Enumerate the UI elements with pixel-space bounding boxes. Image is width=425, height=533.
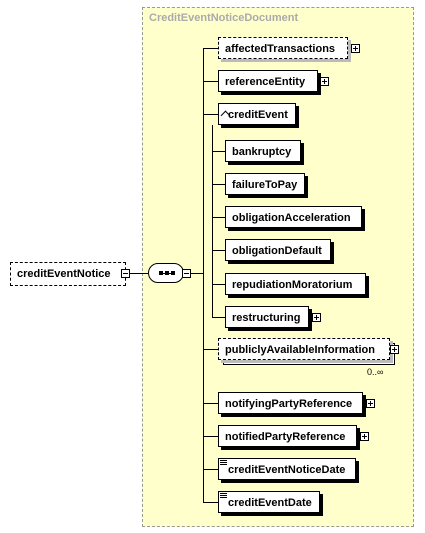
connector-seq-trunk xyxy=(191,273,203,274)
connector xyxy=(212,151,225,152)
element-repudiation-moratorium[interactable]: repudiationMoratorium xyxy=(225,273,366,295)
connector xyxy=(203,349,218,350)
connector xyxy=(203,403,218,404)
sequence-compositor-icon xyxy=(148,263,184,283)
element-obligation-default[interactable]: obligationDefault xyxy=(225,239,331,261)
sequence-dot xyxy=(159,271,163,275)
connector xyxy=(203,81,218,82)
simple-type-icon xyxy=(220,460,227,467)
plus-expander-icon[interactable] xyxy=(320,77,329,86)
root-element-label: creditEventNotice xyxy=(17,268,111,280)
connector xyxy=(203,114,218,115)
plus-expander-icon[interactable] xyxy=(360,432,369,441)
connector-root-seq xyxy=(130,273,148,274)
connector xyxy=(203,502,218,503)
minus-expander-icon[interactable] xyxy=(121,269,130,278)
element-reference-entity[interactable]: referenceEntity xyxy=(218,70,318,92)
type-title: CreditEventNoticeDocument xyxy=(149,12,299,24)
element-affected-transactions[interactable]: affectedTransactions xyxy=(218,37,348,59)
plus-expander-icon[interactable] xyxy=(366,399,375,408)
connector xyxy=(203,48,218,49)
element-credit-event-date[interactable]: creditEventDate xyxy=(218,491,320,513)
sequence-dot xyxy=(171,271,175,275)
minus-expander-icon[interactable] xyxy=(182,269,191,278)
element-publicly-available-information[interactable]: publiclyAvailableInformation xyxy=(218,338,390,360)
cardinality-label: 0..∞ xyxy=(367,367,384,377)
element-failure-to-pay[interactable]: failureToPay xyxy=(225,173,305,195)
connector xyxy=(212,284,225,285)
connector xyxy=(212,184,225,185)
sequence-trunk xyxy=(203,48,204,502)
element-restructuring[interactable]: restructuring xyxy=(225,306,309,328)
connector xyxy=(203,469,218,470)
element-credit-event[interactable]: creditEvent xyxy=(218,103,296,125)
connector xyxy=(212,250,225,251)
root-element-credit-event-notice[interactable]: creditEventNotice xyxy=(10,262,126,286)
element-notified-party-reference[interactable]: notifiedPartyReference xyxy=(218,425,357,447)
plus-expander-icon[interactable] xyxy=(351,44,360,53)
connector xyxy=(212,317,225,318)
substitution-trunk xyxy=(212,125,213,317)
element-credit-event-notice-date[interactable]: creditEventNoticeDate xyxy=(218,458,356,480)
element-notifying-party-reference[interactable]: notifyingPartyReference xyxy=(218,392,363,414)
element-bankruptcy[interactable]: bankruptcy xyxy=(225,140,301,162)
connector xyxy=(203,436,218,437)
plus-expander-icon[interactable] xyxy=(312,313,321,322)
connector xyxy=(212,217,225,218)
plus-expander-icon[interactable] xyxy=(390,345,399,354)
sequence-dot xyxy=(165,271,169,275)
simple-type-icon xyxy=(220,493,227,500)
element-obligation-acceleration[interactable]: obligationAcceleration xyxy=(225,206,362,228)
